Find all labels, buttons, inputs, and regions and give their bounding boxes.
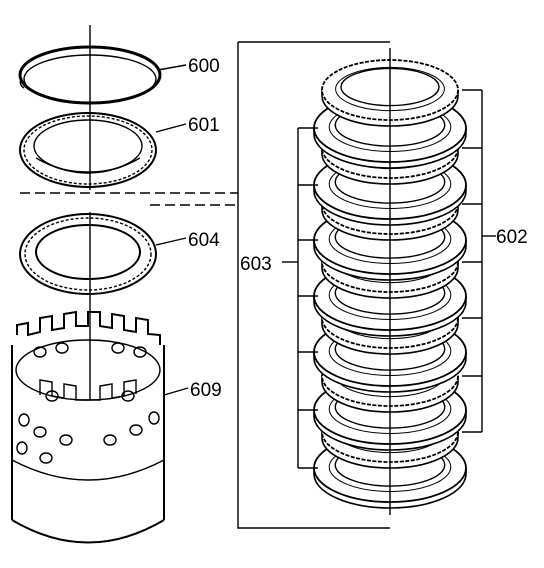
leader-600 [157, 64, 187, 71]
label-609: 609 [190, 380, 222, 401]
stack-outline-bracket [237, 42, 390, 529]
label-604: 604 [188, 230, 220, 251]
leader-609 [163, 387, 189, 396]
label-600: 600 [188, 56, 220, 77]
clutch-drum-609 [11, 310, 165, 544]
label-602: 602 [496, 227, 528, 248]
label-603: 603 [240, 254, 272, 275]
leader-601 [155, 123, 187, 133]
backing-plate-604 [19, 213, 157, 295]
bracket-602 [462, 89, 496, 433]
bracket-603 [282, 127, 318, 469]
label-601: 601 [188, 115, 220, 136]
leader-604 [155, 237, 187, 246]
pressure-plate-601 [19, 112, 157, 188]
